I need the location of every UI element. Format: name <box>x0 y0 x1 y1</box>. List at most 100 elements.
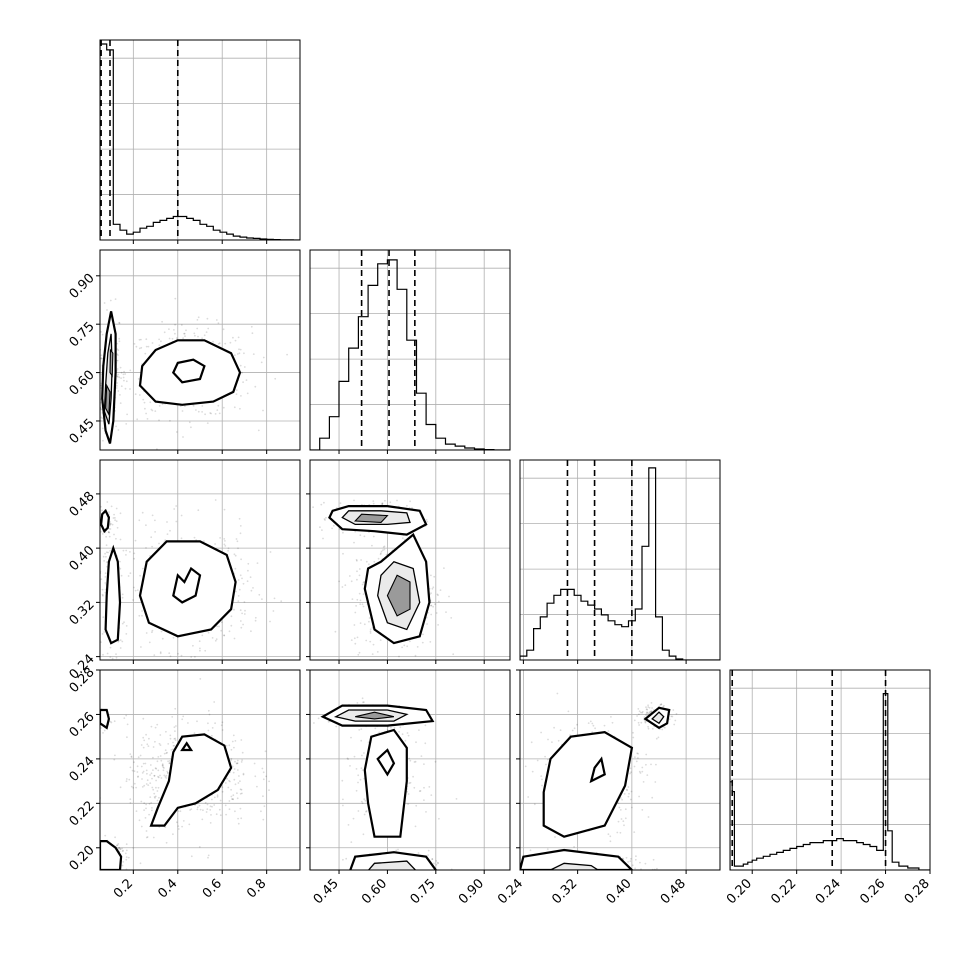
y-tick-label: 0.40 <box>67 543 98 574</box>
sample-point <box>654 781 657 783</box>
sample-point <box>97 597 99 599</box>
panel-frame <box>309 249 511 451</box>
sample-point <box>324 519 326 521</box>
sample-point <box>174 737 177 740</box>
sample-point <box>133 586 135 589</box>
sample-point <box>125 778 128 780</box>
sample-point <box>142 567 144 570</box>
sample-point <box>380 550 383 553</box>
sample-point <box>116 359 119 362</box>
sample-point <box>591 722 594 725</box>
sample-point <box>214 639 217 642</box>
sample-point <box>101 417 104 420</box>
sample-point <box>617 802 620 805</box>
sample-point <box>145 632 148 634</box>
sample-point <box>415 741 417 744</box>
sample-point <box>400 883 402 885</box>
sample-point <box>180 514 183 517</box>
sample-point <box>144 762 147 765</box>
sample-point <box>206 422 209 424</box>
sample-point <box>129 551 131 553</box>
sample-point <box>216 795 219 798</box>
sample-point <box>168 337 171 340</box>
sample-point <box>652 858 655 861</box>
sample-point <box>646 711 649 714</box>
sample-point <box>628 792 630 795</box>
sample-point <box>650 702 653 704</box>
sample-point <box>96 410 98 412</box>
sample-point <box>617 820 620 823</box>
sample-point <box>358 574 361 577</box>
sample-point <box>383 548 386 551</box>
sample-point <box>445 611 447 613</box>
sample-point <box>586 883 588 885</box>
sample-point <box>197 410 200 413</box>
sample-point <box>638 710 641 713</box>
sample-point <box>347 824 350 826</box>
sample-point <box>207 854 210 857</box>
sample-point <box>265 775 267 778</box>
sample-point <box>219 799 222 802</box>
density-contour <box>376 748 396 777</box>
sample-point <box>129 753 132 755</box>
density-contour <box>520 848 634 870</box>
sample-point <box>199 678 202 680</box>
sample-point <box>363 752 365 754</box>
density-contour <box>109 348 114 378</box>
sample-point <box>236 797 239 800</box>
sample-point <box>224 540 226 542</box>
sample-point <box>243 601 246 603</box>
sample-point <box>339 502 342 504</box>
sample-point <box>110 721 113 724</box>
sample-point <box>320 503 323 506</box>
sample-point <box>401 537 404 540</box>
sample-point <box>397 879 399 881</box>
sample-point <box>405 875 407 877</box>
sample-point <box>262 356 265 359</box>
sample-point <box>406 790 409 793</box>
sample-point <box>663 704 665 707</box>
sample-point <box>331 527 333 530</box>
sample-point <box>205 811 208 813</box>
sample-point <box>118 846 121 849</box>
sample-point <box>239 364 242 367</box>
sample-point <box>109 656 112 658</box>
sample-point <box>415 804 418 807</box>
sample-point <box>673 723 676 726</box>
sample-point <box>430 794 433 796</box>
sample-point <box>540 731 542 734</box>
sample-point <box>243 613 246 615</box>
sample-point <box>100 357 103 360</box>
sample-point <box>109 528 112 530</box>
sample-point <box>97 512 99 514</box>
sample-point <box>357 774 360 777</box>
sample-point <box>231 765 234 768</box>
sample-point <box>96 535 98 537</box>
sample-point <box>92 861 94 863</box>
sample-point <box>231 798 233 800</box>
sample-point <box>369 632 372 634</box>
sample-point <box>350 639 353 641</box>
sample-point <box>146 779 149 782</box>
sample-point <box>149 764 152 766</box>
sample-point <box>121 864 124 867</box>
sample-point <box>280 600 283 603</box>
sample-point <box>651 874 653 876</box>
sample-point <box>152 746 155 748</box>
sample-point <box>107 685 109 687</box>
sample-point <box>155 767 158 770</box>
sample-point <box>192 405 195 407</box>
sample-point <box>236 353 239 355</box>
sample-point <box>646 708 649 711</box>
sample-point <box>532 878 534 880</box>
sample-point <box>156 723 159 726</box>
sample-point <box>240 558 243 561</box>
sample-point <box>573 846 575 848</box>
sample-point <box>158 344 161 347</box>
sample-point <box>141 511 144 514</box>
x-tick-label: 0.48 <box>658 876 689 907</box>
sample-point <box>342 858 344 861</box>
x-tick-label: 0.22 <box>768 876 799 907</box>
sample-point <box>190 426 192 429</box>
sample-point <box>123 717 126 719</box>
